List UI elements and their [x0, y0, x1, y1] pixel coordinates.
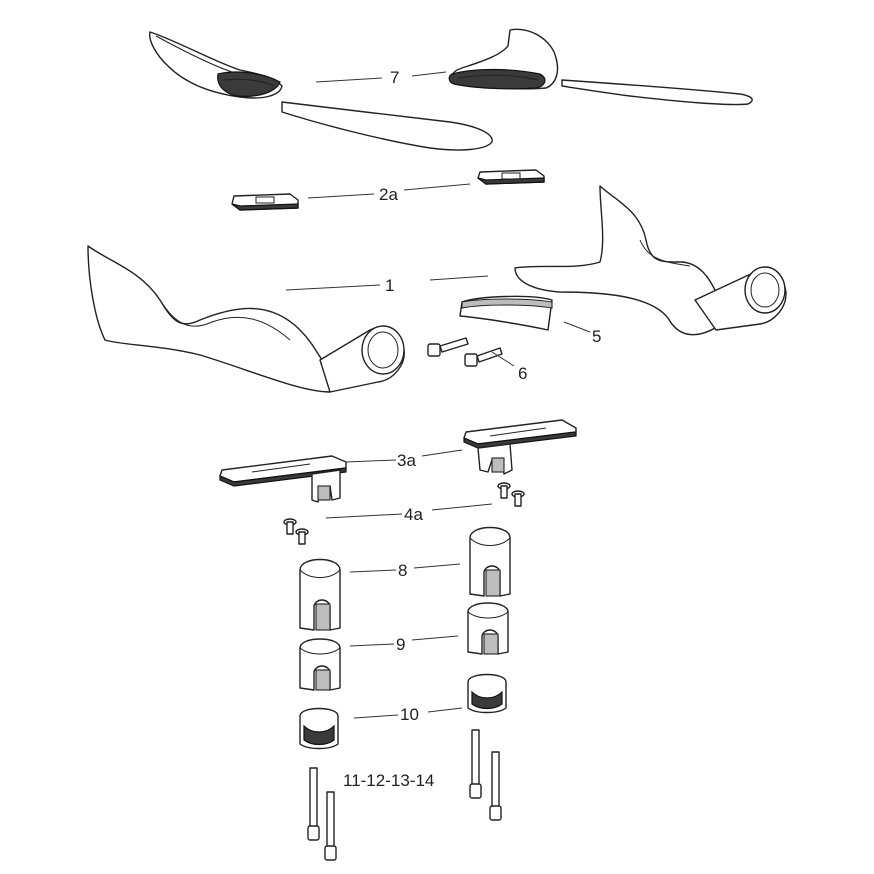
callout-6: 6 — [518, 364, 528, 383]
part-7-right-armpad-cover — [561, 79, 753, 106]
part-10-right-clamp — [467, 673, 507, 714]
part-3a-right-bracket — [463, 419, 577, 475]
part-7-left-armpad — [149, 31, 283, 99]
part-9-left-clamp — [299, 638, 341, 691]
part-5-wedge — [459, 295, 553, 331]
part-6-bolt-upper — [427, 337, 469, 357]
part-11-14-left-bolt-1 — [307, 767, 320, 841]
part-9-right-clamp — [467, 602, 509, 655]
part-7-left-armpad-cover — [281, 101, 493, 151]
part-3a-left-bracket — [219, 455, 347, 503]
callout-9: 9 — [396, 635, 406, 654]
part-8-left-clamp — [299, 558, 341, 631]
part-4a-right-screws — [497, 482, 525, 507]
callout-5: 5 — [592, 327, 602, 346]
part-10-left-clamp — [299, 707, 339, 750]
callout-1: 1 — [385, 276, 395, 295]
part-11-14-right-bolt-2 — [489, 751, 502, 821]
part-6-bolt-lower — [464, 347, 503, 367]
callout-10: 10 — [400, 705, 419, 724]
callout-7: 7 — [390, 68, 400, 87]
callout-11-14: 11-12-13-14 — [343, 771, 435, 790]
callout-4a: 4a — [404, 505, 423, 524]
part-1-left-extension — [87, 245, 405, 393]
part-2a-left-block — [231, 193, 299, 211]
part-2a-right-block — [477, 169, 545, 185]
part-7-right-armpad — [448, 28, 559, 90]
part-8-right-clamp — [469, 526, 511, 597]
part-11-14-right-bolt-1 — [469, 729, 482, 799]
callout-8: 8 — [398, 561, 408, 580]
leader-lines — [285, 71, 591, 719]
callout-3a: 3a — [397, 451, 416, 470]
callout-2a: 2a — [379, 185, 398, 204]
part-11-14-left-bolt-2 — [324, 791, 337, 861]
part-4a-left-screws — [283, 518, 309, 545]
part-1-right-extension — [514, 185, 787, 336]
